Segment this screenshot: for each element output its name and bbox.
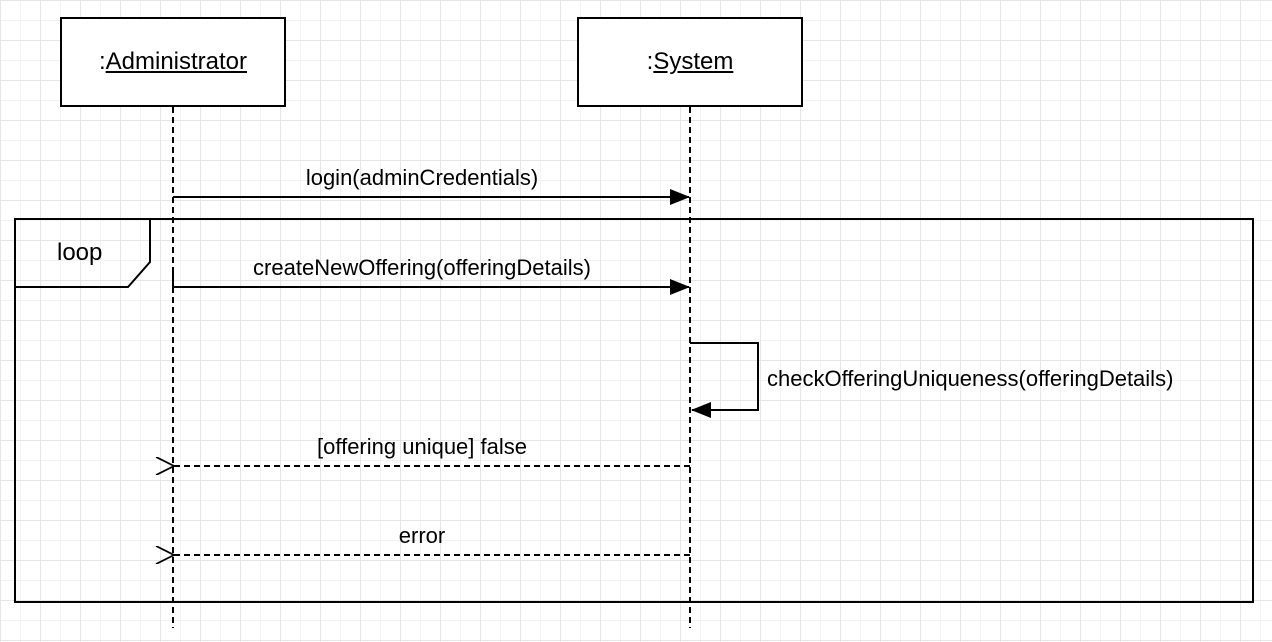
message-self-call-label: checkOfferingUniqueness(offeringDetails): [767, 366, 1174, 391]
loop-fragment-frame: [14, 218, 1254, 603]
participant-system-name: System: [653, 48, 734, 75]
participant-system-prefix: :: [646, 48, 654, 75]
participant-system[interactable]: :System: [577, 17, 803, 107]
participant-administrator-name: Administrator: [105, 48, 248, 75]
loop-fragment-label: loop: [57, 239, 103, 266]
message-return-false-label: [offering unique] false: [317, 434, 527, 459]
loop-fragment-tab: [15, 219, 151, 288]
participant-administrator[interactable]: :Administrator: [60, 17, 286, 107]
message-error-label: error: [398, 523, 446, 548]
message-self-call-arrow: [690, 342, 759, 418]
message-login-label: login(adminCredentials): [305, 165, 539, 190]
participant-administrator-prefix: :: [98, 48, 106, 75]
message-create-offering-label: createNewOffering(offeringDetails): [253, 255, 591, 280]
